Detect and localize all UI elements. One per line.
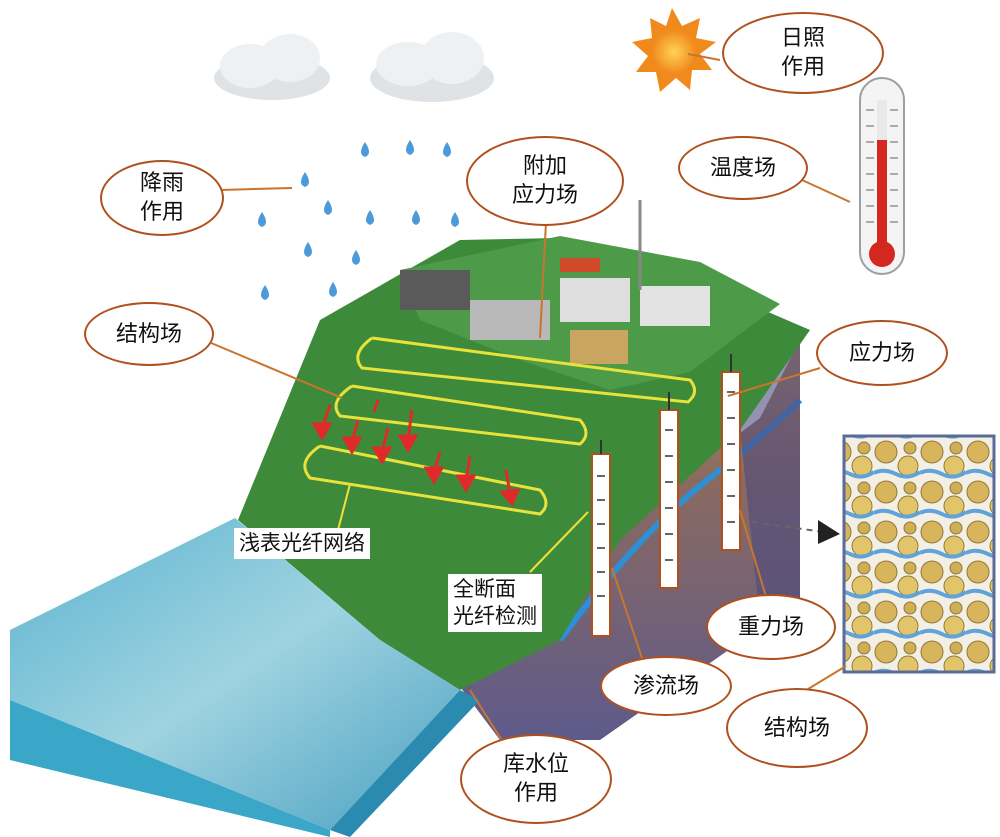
callout-structure-field-bottom: 结构场: [726, 688, 868, 768]
thermometer-icon: [859, 77, 905, 275]
inset-arrow: [751, 521, 825, 533]
callout-stress-field: 应力场: [816, 320, 948, 386]
sun-icon: [632, 8, 716, 92]
slope-block: [10, 200, 810, 837]
callout-seepage-field: 渗流场: [600, 656, 732, 716]
callout-rainfall: 降雨 作用: [100, 160, 224, 236]
callout-structure-field-top: 结构场: [84, 302, 214, 366]
borehole-sensor: [659, 392, 679, 589]
inset-arrowhead: [818, 520, 840, 544]
callout-sunshine: 日照 作用: [722, 12, 884, 94]
label-full-section-fiber-detection: 全断面 光纤检测: [448, 574, 542, 632]
callout-temperature-field: 温度场: [678, 136, 808, 200]
borehole-sensor: [591, 440, 611, 637]
callout-reservoir-level: 库水位 作用: [460, 734, 612, 824]
displacement-arrows: [311, 399, 521, 507]
borehole-sensor: [721, 354, 741, 551]
callout-gravity-field: 重力场: [706, 594, 836, 660]
label-shallow-fiber-network: 浅表光纤网络: [234, 528, 370, 559]
raindrops: [258, 140, 459, 300]
buildings: [400, 200, 710, 364]
callout-additional-stress: 附加 应力场: [466, 136, 624, 226]
soil-structure-inset: [842, 434, 996, 674]
cloud-icon: [370, 32, 494, 102]
cloud-icon: [214, 34, 330, 100]
